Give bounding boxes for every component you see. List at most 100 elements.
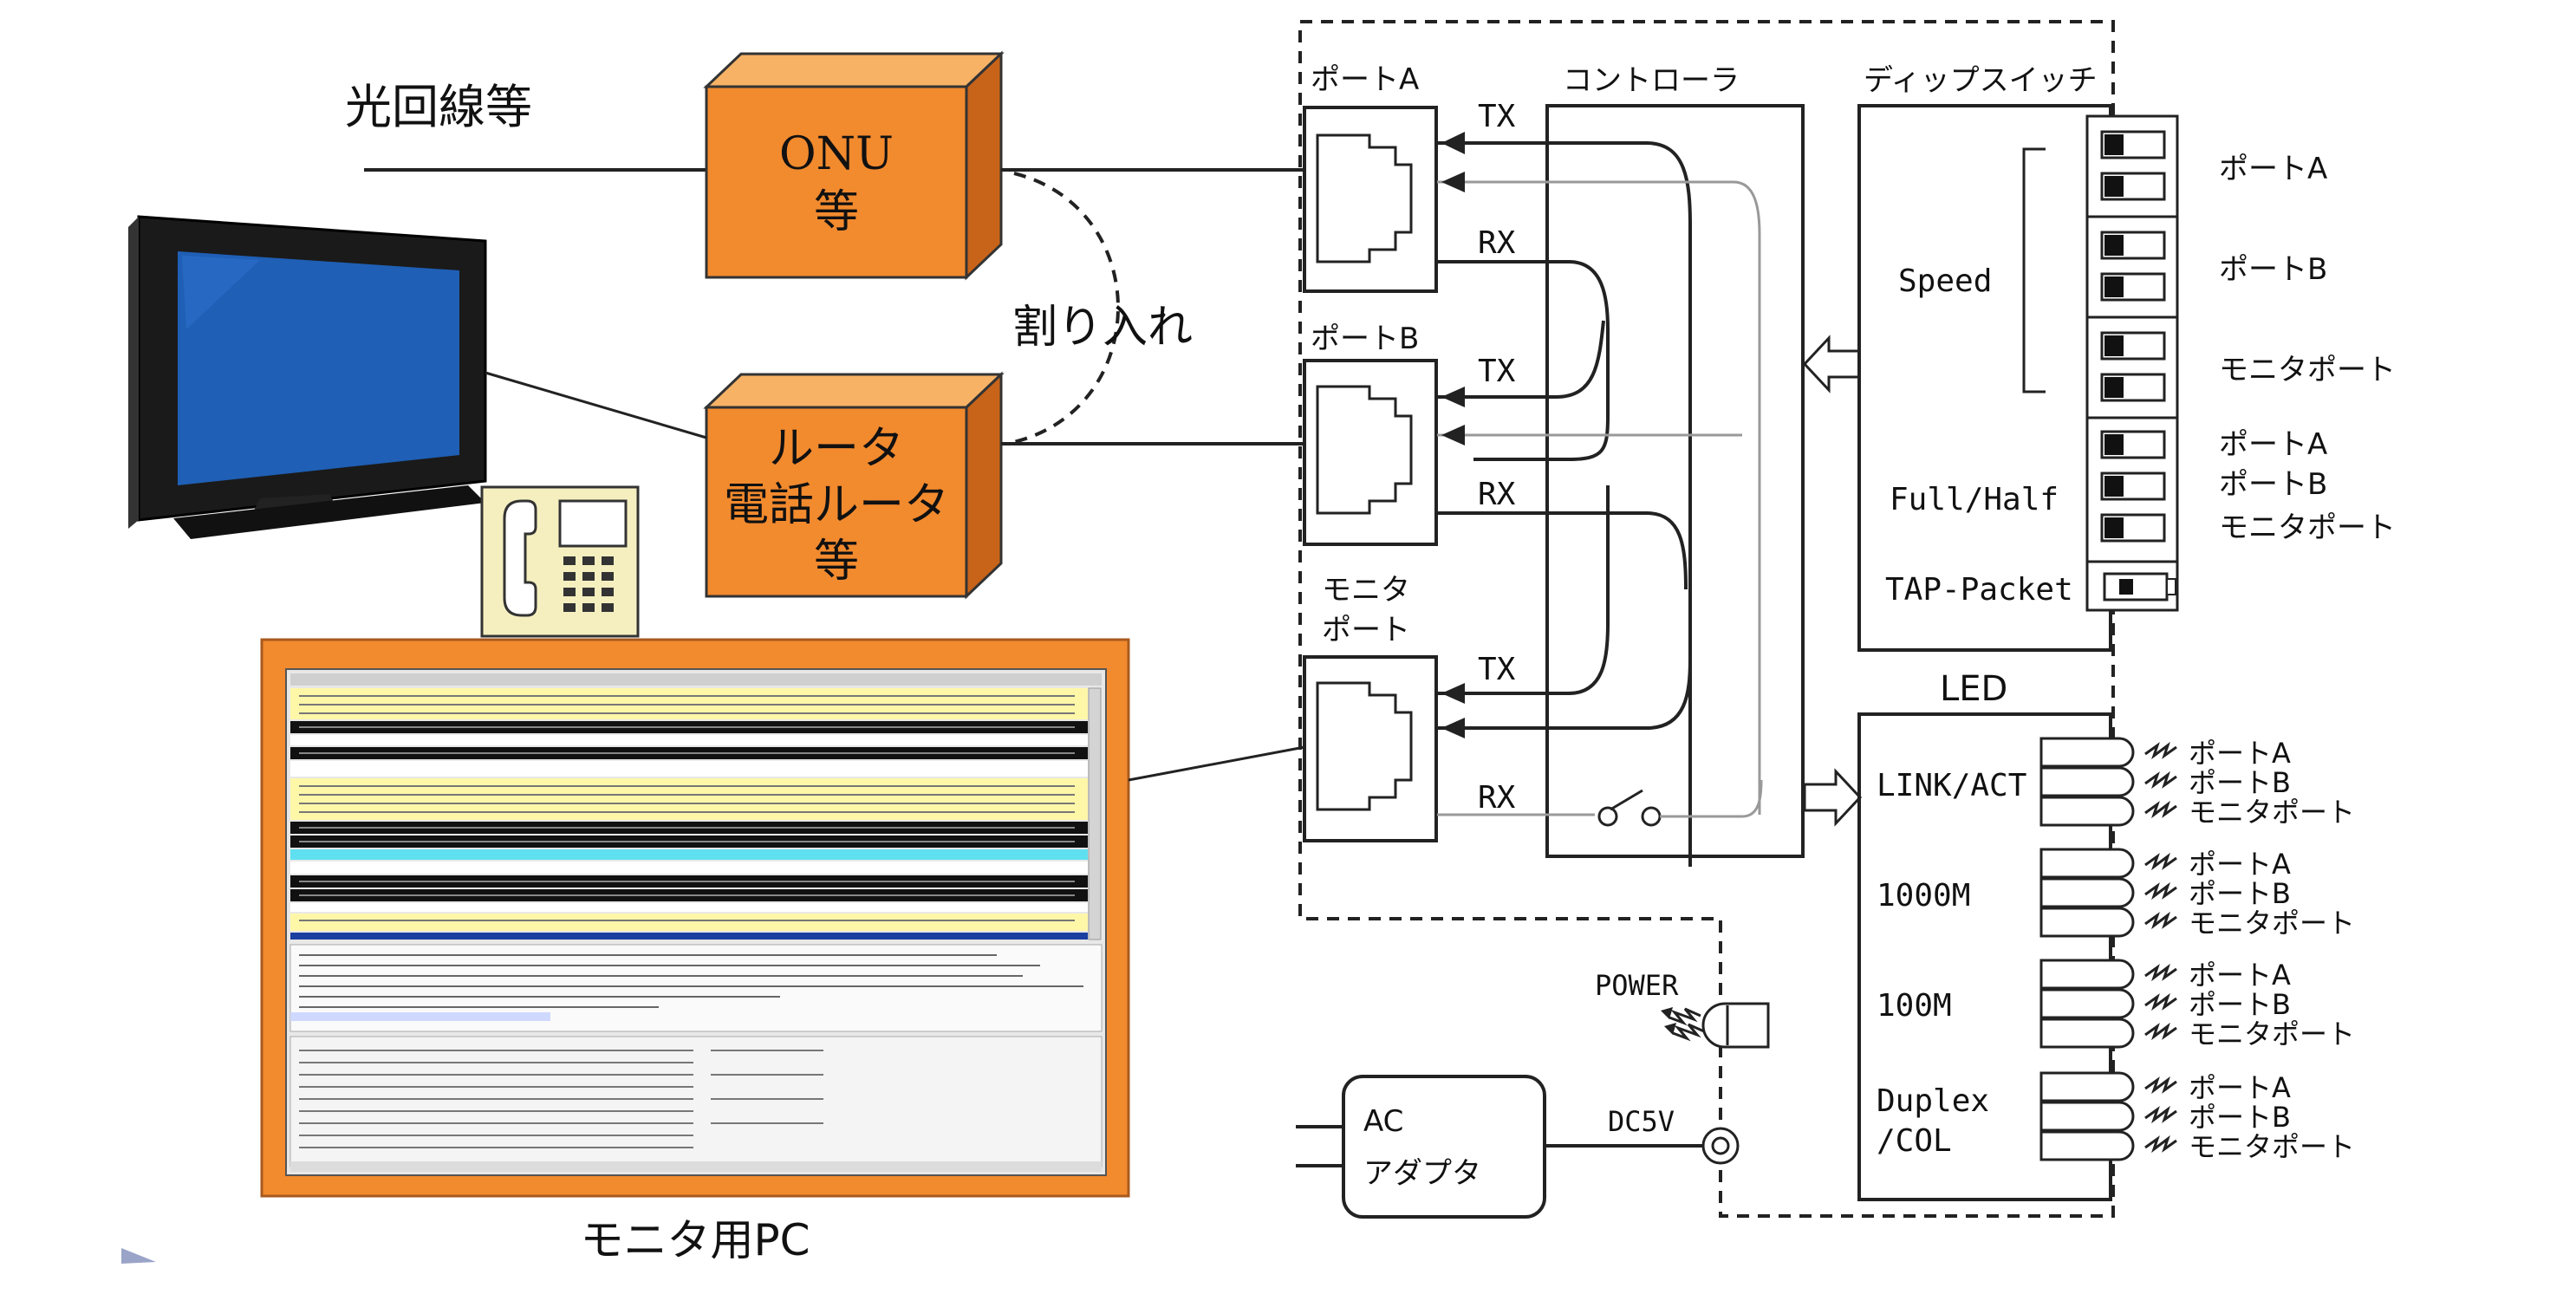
router-label-2: 電話ルータ [724, 479, 949, 531]
tap-enclosure [1298, 20, 2115, 1218]
port-b-rx-label: RX [1478, 477, 1516, 512]
dip-switch-block [2085, 114, 2179, 612]
led-port-label: モニタポート [2189, 796, 2355, 829]
light-ray-icon [2144, 963, 2177, 982]
light-ray-icon [2144, 881, 2177, 901]
monitor-port-tx-label: TX [1478, 652, 1516, 687]
port-b-jack [1303, 359, 1438, 546]
dip-to-controller-arrow [1802, 335, 1861, 393]
led-indicator [2039, 1101, 2135, 1132]
dip-switch-box [1857, 104, 2112, 652]
light-ray-icon [2144, 1105, 2177, 1124]
led-port-label: ポートB [2189, 766, 2291, 799]
duplex-sw-monitor-port-label: モニタポート [2219, 510, 2396, 545]
tap-packet-label: TAP-Packet [1885, 572, 2073, 608]
led-indicator [2039, 959, 2135, 990]
duplex-sw-port-b-label: ポートB [2219, 467, 2327, 502]
monitor-pc-screen [260, 638, 1130, 1198]
monitor-port-label-2: ポート [1322, 613, 1410, 647]
led-indicator [2039, 1130, 2135, 1161]
port-a-label: ポートA [1311, 62, 1419, 97]
onu-label: ONU [779, 128, 894, 180]
led-port-label: モニタポート [2189, 907, 2355, 940]
port-a-tx-label: TX [1478, 99, 1516, 134]
port-a-rx-label: RX [1478, 225, 1516, 261]
port-b-label: ポートB [1311, 322, 1419, 356]
led-indicator [2039, 1071, 2135, 1102]
monitor-port-jack [1303, 655, 1438, 842]
link-act-label: LINK/ACT [1877, 768, 2026, 803]
dip-switch-label: ディップスイッチ [1864, 63, 2098, 98]
monitor-pc-label: モニタ用PC [580, 1215, 810, 1265]
led-port-label: ポートB [2189, 877, 2291, 910]
port-b-tx-label: TX [1478, 354, 1516, 389]
tv-monitor [128, 215, 487, 539]
speed-port-a-label: ポートA [2219, 152, 2327, 186]
led-port-label: ポートB [2189, 988, 2291, 1021]
led-port-label: ポートA [2189, 737, 2291, 770]
light-ray-icon [2144, 1022, 2177, 1041]
dc5v-label: DC5V [1608, 1105, 1675, 1138]
light-ray-icon [2144, 1076, 2177, 1095]
monitor-port-signal-lines [1437, 485, 1763, 827]
led-indicator [2039, 907, 2135, 938]
led-port-label: モニタポート [2189, 1018, 2355, 1050]
led-indicator [2039, 877, 2135, 908]
power-label: POWER [1595, 969, 1679, 1002]
controller-to-led-arrow [1803, 768, 1863, 827]
led-indicator [2039, 1018, 2135, 1049]
m1000-label: 1000M [1877, 878, 1970, 914]
led-label: LED [1940, 669, 2007, 709]
port-b-signal-lines [1437, 320, 1742, 590]
light-ray-icon [2144, 852, 2177, 871]
controller-box [1545, 104, 1805, 858]
speed-port-b-label: ポートB [2219, 252, 2327, 287]
pc-to-monitor-port-line [1128, 745, 1305, 782]
speed-bracket [2022, 147, 2046, 393]
monitor-port-rx-label: RX [1478, 780, 1516, 816]
led-port-label: ポートA [2189, 1071, 2291, 1104]
dc5v-jack [1701, 1127, 1740, 1165]
full-half-label: Full/Half [1890, 482, 2059, 517]
light-ray-icon [2144, 800, 2177, 819]
light-ray-icon [2144, 992, 2177, 1011]
speed-label: Speed [1898, 263, 1992, 299]
router-label-3: 等 [814, 536, 859, 588]
router-label: ルータ [769, 423, 904, 475]
light-ray-icon [2144, 771, 2177, 790]
led-port-label: モニタポート [2189, 1130, 2355, 1163]
duplex-label-2: /COL [1877, 1123, 1952, 1159]
light-ray-icon [2144, 911, 2177, 930]
port-a-signal-lines [1437, 132, 1761, 867]
m100-label: 100M [1877, 988, 1952, 1024]
power-led [1661, 1002, 1770, 1049]
led-indicator [2039, 796, 2135, 827]
monitor-port-label: モニタ [1322, 573, 1410, 608]
ac-adapter-label: AC [1363, 1104, 1403, 1139]
onu-label-sub: 等 [814, 186, 859, 238]
light-ray-icon [2144, 1135, 2177, 1154]
led-port-label: ポートA [2189, 959, 2291, 992]
led-indicator [2039, 737, 2135, 768]
led-box [1857, 712, 2112, 1201]
led-indicator [2039, 988, 2135, 1019]
router-device: ルータ 電話ルータ 等 [703, 371, 1005, 600]
duplex-sw-port-a-label: ポートA [2219, 427, 2327, 462]
controller-label: コントローラ [1563, 63, 1740, 98]
speed-monitor-port-label: モニタポート [2219, 353, 2396, 387]
fiber-line-label: 光回線等 [345, 80, 532, 134]
telephone [480, 485, 640, 638]
led-indicator [2039, 848, 2135, 879]
led-groups: ポートAポートBモニタポートポートAポートBモニタポートポートAポートBモニタポ… [2039, 737, 2355, 1163]
led-port-label: ポートB [2189, 1101, 2291, 1134]
light-ray-icon [2144, 741, 2177, 760]
led-port-label: ポートA [2189, 848, 2291, 881]
insert-label: 割り入れ [1012, 302, 1193, 354]
tv-to-router-line [485, 371, 707, 439]
port-a-jack [1303, 106, 1438, 293]
led-indicator [2039, 766, 2135, 797]
